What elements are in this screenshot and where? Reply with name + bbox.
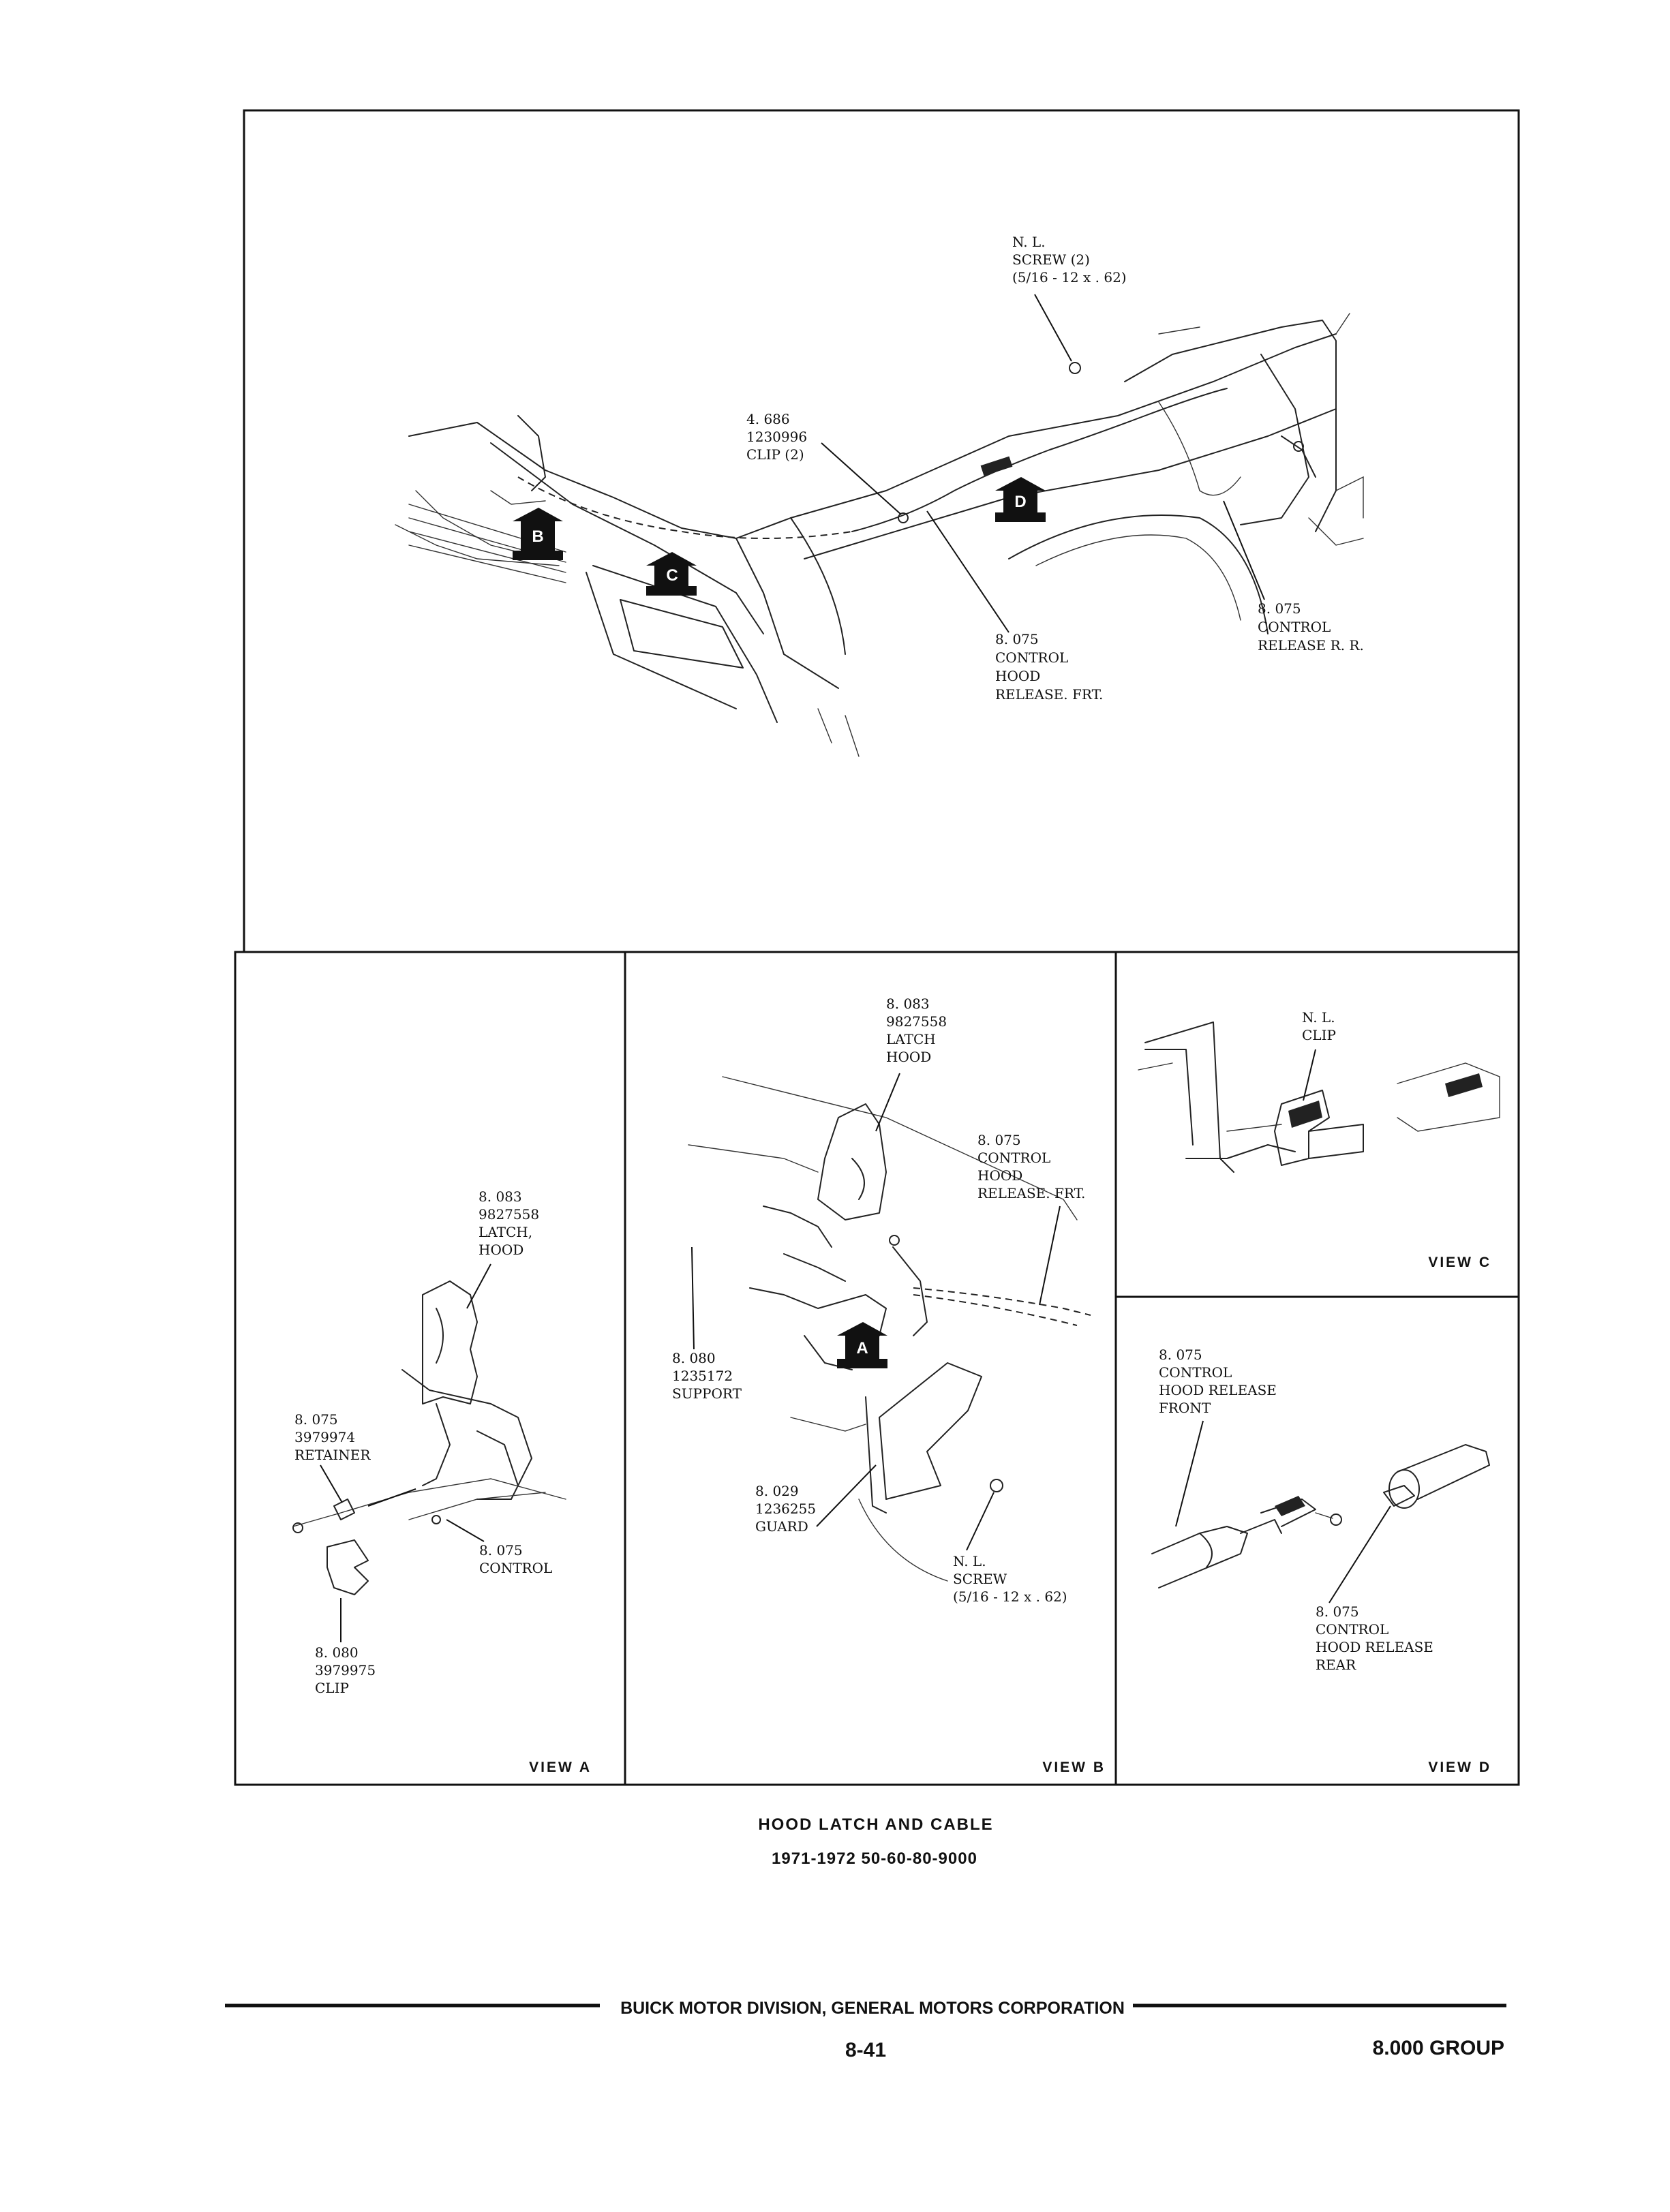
view-d-illustration <box>1151 1444 1490 1588</box>
view-arrow-c-label: C <box>666 566 678 585</box>
main-view-illustration <box>395 313 1364 757</box>
svg-text:8. 083: 8. 083 <box>479 1188 522 1205</box>
view-b-callout-support: 8. 080 1235172 SUPPORT <box>672 1246 742 1402</box>
view-c-callout-clip: N. L. CLIP <box>1302 1009 1336 1101</box>
svg-text:N. L.: N. L. <box>1012 234 1046 250</box>
svg-text:8. 075: 8. 075 <box>479 1542 523 1558</box>
diagram-frames <box>234 109 1520 1786</box>
view-b-callout-screw: N. L. SCREW (5/16 - 12 x . 62) <box>953 1492 1067 1605</box>
view-b-callout-latch: 8. 083 9827558 LATCH HOOD <box>875 996 947 1132</box>
svg-text:8. 029: 8. 029 <box>755 1483 799 1499</box>
callout-screw-top: N. L. SCREW (2) (5/16 - 12 x . 62) <box>1012 234 1127 362</box>
svg-text:8. 080: 8. 080 <box>672 1350 716 1366</box>
figure-title: HOOD LATCH AND CABLE <box>758 1815 993 1834</box>
view-b-arrow-a-label: A <box>856 1339 868 1357</box>
svg-text:8. 083: 8. 083 <box>886 996 930 1012</box>
svg-text:CONTROL: CONTROL <box>1258 619 1331 635</box>
svg-text:8. 075: 8. 075 <box>294 1411 338 1428</box>
svg-text:HOOD: HOOD <box>479 1242 523 1258</box>
view-a-callout-retainer: 8. 075 3979974 RETAINER <box>294 1411 371 1503</box>
view-arrow-c: C <box>646 552 697 596</box>
view-arrow-b: B <box>513 508 563 560</box>
svg-text:4. 686: 4. 686 <box>746 411 790 427</box>
svg-text:RELEASE R. R.: RELEASE R. R. <box>1258 637 1364 654</box>
view-b-arrow-a: A <box>837 1322 887 1368</box>
svg-text:N. L.: N. L. <box>953 1553 986 1569</box>
svg-text:8. 080: 8. 080 <box>315 1644 359 1661</box>
footer-division: BUICK MOTOR DIVISION, GENERAL MOTORS COR… <box>620 1999 1125 2018</box>
svg-text:8. 075: 8. 075 <box>1258 600 1301 617</box>
view-a-callout-latch: 8. 083 9827558 LATCH, HOOD <box>466 1188 539 1309</box>
svg-text:FRONT: FRONT <box>1159 1400 1211 1416</box>
svg-text:HOOD RELEASE: HOOD RELEASE <box>1316 1639 1433 1655</box>
svg-text:8. 075: 8. 075 <box>977 1132 1021 1148</box>
page-number: 8-41 <box>845 2039 886 2061</box>
svg-text:LATCH: LATCH <box>886 1031 936 1047</box>
svg-text:RELEASE. FRT.: RELEASE. FRT. <box>977 1185 1085 1201</box>
svg-text:RELEASE. FRT.: RELEASE. FRT. <box>995 686 1103 703</box>
group-label: 8.000 GROUP <box>1373 2037 1504 2059</box>
svg-text:CONTROL: CONTROL <box>995 649 1068 666</box>
svg-text:8. 075: 8. 075 <box>995 631 1039 647</box>
svg-text:HOOD RELEASE: HOOD RELEASE <box>1159 1382 1277 1398</box>
view-b-illustration <box>688 1076 1091 1582</box>
svg-text:SUPPORT: SUPPORT <box>672 1385 742 1402</box>
view-arrow-d: D <box>995 477 1046 522</box>
svg-text:CONTROL: CONTROL <box>479 1560 552 1576</box>
view-a-label: VIEW A <box>529 1760 592 1775</box>
svg-text:HOOD: HOOD <box>977 1167 1022 1184</box>
svg-text:CONTROL: CONTROL <box>1316 1621 1388 1638</box>
svg-text:HOOD: HOOD <box>886 1049 931 1065</box>
svg-text:N. L.: N. L. <box>1302 1009 1335 1026</box>
svg-text:3979974: 3979974 <box>294 1429 355 1445</box>
svg-text:(5/16 - 12 x . 62): (5/16 - 12 x . 62) <box>953 1588 1067 1605</box>
svg-text:HOOD: HOOD <box>995 668 1040 684</box>
callout-clip-main: 4. 686 1230996 CLIP (2) <box>746 411 902 515</box>
svg-text:GUARD: GUARD <box>755 1518 808 1535</box>
view-a-callout-clip: 8. 080 3979975 CLIP <box>315 1598 376 1696</box>
view-c-illustration <box>1138 1021 1500 1173</box>
svg-text:LATCH,: LATCH, <box>479 1224 532 1240</box>
svg-text:SCREW: SCREW <box>953 1571 1007 1587</box>
callout-control-front-main: 8. 075 CONTROL HOOD RELEASE. FRT. <box>926 510 1103 703</box>
main-view-frame <box>243 109 1520 953</box>
view-arrow-d-label: D <box>1014 493 1026 511</box>
svg-text:CLIP (2): CLIP (2) <box>746 446 804 463</box>
svg-text:9827558: 9827558 <box>479 1206 539 1223</box>
svg-text:CONTROL: CONTROL <box>977 1150 1050 1166</box>
svg-text:3979975: 3979975 <box>315 1662 376 1678</box>
svg-text:CLIP: CLIP <box>1302 1027 1336 1043</box>
svg-text:1230996: 1230996 <box>746 429 807 445</box>
view-arrow-b-label: B <box>532 527 543 546</box>
svg-text:8. 075: 8. 075 <box>1159 1347 1202 1363</box>
svg-text:CONTROL: CONTROL <box>1159 1364 1232 1381</box>
view-b-callout-guard: 8. 029 1236255 GUARD <box>755 1464 877 1535</box>
detail-views-frame <box>234 951 1520 1786</box>
svg-text:(5/16 - 12 x . 62): (5/16 - 12 x . 62) <box>1012 269 1127 286</box>
svg-text:RETAINER: RETAINER <box>294 1447 371 1463</box>
callout-control-rear-main: 8. 075 CONTROL RELEASE R. R. <box>1223 500 1364 654</box>
svg-text:1236255: 1236255 <box>755 1501 816 1517</box>
svg-text:1235172: 1235172 <box>672 1368 733 1384</box>
view-d-label: VIEW D <box>1428 1760 1491 1775</box>
svg-text:REAR: REAR <box>1316 1657 1356 1673</box>
view-c-label: VIEW C <box>1428 1255 1491 1270</box>
figure-subtitle: 1971-1972 50-60-80-9000 <box>772 1849 977 1868</box>
view-b-label: VIEW B <box>1042 1760 1106 1775</box>
svg-text:8. 075: 8. 075 <box>1316 1603 1359 1620</box>
view-a-callout-control: 8. 075 CONTROL <box>446 1519 552 1576</box>
view-a-illustration <box>292 1280 566 1595</box>
view-b-callout-control: 8. 075 CONTROL HOOD RELEASE. FRT. <box>977 1132 1085 1306</box>
view-d-callout-front: 8. 075 CONTROL HOOD RELEASE FRONT <box>1159 1347 1277 1527</box>
view-d-callout-rear: 8. 075 CONTROL HOOD RELEASE REAR <box>1316 1505 1433 1673</box>
svg-text:CLIP: CLIP <box>315 1680 349 1696</box>
svg-text:SCREW (2): SCREW (2) <box>1012 251 1090 268</box>
svg-text:9827558: 9827558 <box>886 1013 947 1030</box>
